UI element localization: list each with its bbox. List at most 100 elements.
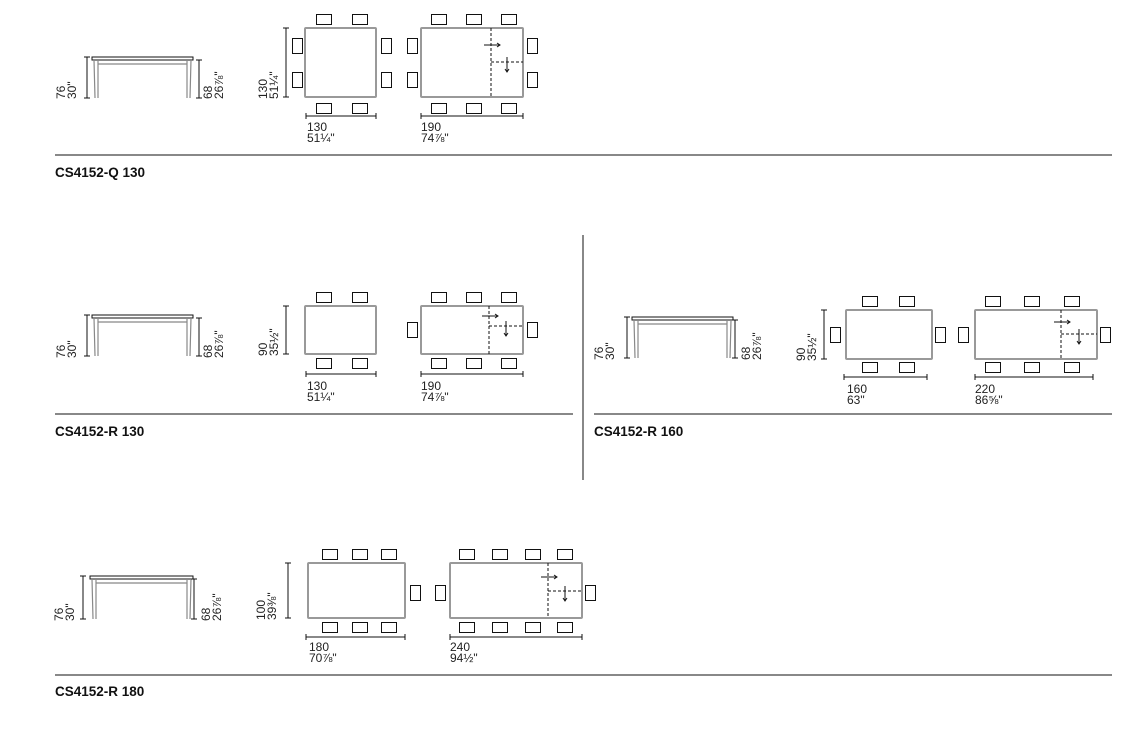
chair-icon [381, 72, 392, 88]
chair-icon [1024, 296, 1040, 307]
chair-icon [407, 72, 418, 88]
depth-dimension [283, 305, 289, 355]
extend-arrow-icon [482, 313, 499, 319]
chair-icon [501, 292, 517, 303]
model-title: CS4152-R 160 [594, 424, 684, 439]
table-legs [93, 317, 192, 357]
extended-width-label-line: 190 [421, 120, 442, 134]
chair-icon [381, 622, 397, 633]
depth-label-line: 35½" [805, 333, 819, 361]
chair-icon [985, 296, 1001, 307]
height-dimension [624, 316, 630, 359]
chair-icon [585, 585, 596, 601]
chair-icon [322, 622, 338, 633]
chair-icon [466, 358, 482, 369]
extended-width-label-line: 74⅞" [421, 131, 449, 145]
frame-height-label-line: 26⅞" [750, 332, 764, 360]
chair-icon [316, 103, 332, 114]
chair-icon [862, 296, 878, 307]
depth-dimension [285, 562, 291, 619]
chair-icon [381, 549, 397, 560]
chair-icon [459, 549, 475, 560]
frame-height-label-line: 26⅞" [212, 71, 226, 99]
width-dimension [843, 374, 928, 380]
chair-icon [431, 358, 447, 369]
extended-width-dimension [974, 374, 1094, 380]
table-top [89, 575, 194, 580]
frame-dimension [191, 578, 197, 620]
chair-icon [410, 585, 421, 601]
chair-icon [527, 72, 538, 88]
chair-icon [985, 362, 1001, 373]
model-title: CS4152-R 180 [55, 684, 145, 699]
chair-icon [352, 622, 368, 633]
chair-icon [316, 292, 332, 303]
table-legs [633, 319, 732, 359]
extended-table-plan [420, 305, 524, 355]
table-top [91, 314, 194, 319]
chair-icon [1100, 327, 1111, 343]
chair-icon [407, 38, 418, 54]
frame-dimension [196, 59, 202, 99]
chair-icon [1064, 296, 1080, 307]
frame-dimension [732, 319, 738, 359]
chair-icon [466, 103, 482, 114]
side-elevation [91, 56, 194, 99]
depth-dimension [821, 309, 827, 360]
chair-icon [501, 14, 517, 25]
extended-width-dimension [420, 113, 524, 119]
chair-icon [899, 296, 915, 307]
chair-icon [352, 549, 368, 560]
side-elevation [631, 316, 734, 359]
side-elevation [91, 314, 194, 357]
table-top [631, 316, 734, 321]
extend-arrow-icon [503, 321, 509, 337]
chair-icon [935, 327, 946, 343]
model-title: CS4152-Q 130 [55, 165, 146, 180]
chair-icon [316, 14, 332, 25]
chair-icon [381, 38, 392, 54]
extended-width-dimension [449, 634, 583, 640]
width-label-line: 51¼" [307, 390, 335, 404]
height-label-line: 30" [63, 603, 77, 621]
chair-icon [830, 327, 841, 343]
chair-icon [466, 14, 482, 25]
depth-label-line: 35½" [267, 328, 281, 356]
extended-width-label-line: 240 [450, 640, 471, 654]
chair-icon [557, 622, 573, 633]
height-label-line: 30" [65, 340, 79, 358]
frame-height-label-line: 26⅞" [210, 593, 224, 621]
frame-dimension [196, 317, 202, 357]
chair-icon [527, 38, 538, 54]
width-dimension [305, 113, 377, 119]
chair-icon [1024, 362, 1040, 373]
width-label-line: 70⅞" [309, 651, 337, 665]
chair-icon [862, 362, 878, 373]
extended-width-label-line: 94½" [450, 651, 478, 665]
extended-width-dimension [420, 371, 524, 377]
chair-icon [557, 549, 573, 560]
chair-icon [459, 622, 475, 633]
chair-icon [466, 292, 482, 303]
chair-icon [431, 103, 447, 114]
chair-icon [435, 585, 446, 601]
height-dimension [84, 314, 90, 357]
chair-icon [431, 292, 447, 303]
width-label-line: 180 [309, 640, 330, 654]
extended-width-label-line: 86⅝" [975, 393, 1003, 407]
chair-icon [1064, 362, 1080, 373]
